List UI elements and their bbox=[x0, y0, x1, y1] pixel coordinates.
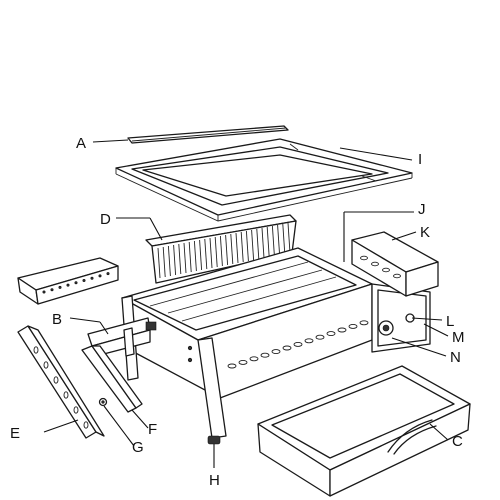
grill-fin bbox=[235, 232, 239, 264]
part-i-lid bbox=[115, 138, 413, 222]
grill-fin bbox=[209, 237, 213, 269]
grill-fin bbox=[225, 234, 229, 266]
grill-fin bbox=[240, 231, 244, 263]
label-m: M bbox=[452, 329, 465, 346]
label-i: I bbox=[418, 151, 422, 168]
grill-fin bbox=[167, 245, 171, 277]
vent-slot bbox=[382, 267, 390, 273]
leader-lines bbox=[43, 139, 449, 468]
part-d-grill bbox=[145, 214, 297, 284]
grill-fin bbox=[277, 224, 281, 256]
part-k-panel bbox=[351, 231, 439, 297]
part-e-panel bbox=[17, 325, 105, 439]
part-a-strip bbox=[127, 125, 289, 144]
label-b: B bbox=[52, 311, 62, 328]
vent-slot bbox=[360, 255, 368, 261]
vent-slot bbox=[83, 421, 89, 429]
grill-fin bbox=[261, 227, 265, 259]
element-dot bbox=[82, 278, 86, 282]
grill-fin bbox=[199, 239, 203, 271]
element-dot bbox=[98, 274, 102, 278]
grill-fin bbox=[204, 238, 208, 270]
grill-fin bbox=[219, 235, 223, 267]
part-g-screw bbox=[98, 397, 108, 407]
element-dot bbox=[74, 281, 78, 285]
vent-slot bbox=[282, 345, 292, 351]
vent-slot bbox=[238, 359, 248, 365]
label-d: D bbox=[100, 211, 111, 228]
grill-fin bbox=[193, 240, 197, 272]
label-e: E bbox=[10, 425, 20, 442]
vent-slot bbox=[315, 334, 325, 340]
grill-fin bbox=[230, 233, 234, 265]
label-f: F bbox=[148, 421, 157, 438]
vent-slot bbox=[393, 273, 401, 279]
grill-fin bbox=[188, 241, 192, 273]
grill-fin bbox=[287, 222, 291, 254]
label-n: N bbox=[450, 349, 461, 366]
vent-slot bbox=[359, 320, 369, 326]
vent-slot bbox=[371, 261, 379, 267]
vent-slot bbox=[260, 352, 270, 358]
grill-fin bbox=[245, 230, 249, 262]
grill-fin bbox=[271, 225, 275, 257]
element-dot bbox=[58, 285, 62, 289]
vent-slot bbox=[337, 327, 347, 333]
element-dot bbox=[66, 283, 70, 287]
label-j: J bbox=[418, 201, 426, 218]
vent-slot bbox=[249, 356, 259, 362]
part-loose-element bbox=[17, 257, 119, 305]
vent-slot bbox=[348, 323, 358, 329]
grill-fin bbox=[214, 236, 218, 268]
part-j-body bbox=[121, 211, 414, 445]
element-dot bbox=[90, 276, 94, 280]
grill-fin bbox=[266, 226, 270, 258]
grill-fin bbox=[162, 246, 166, 278]
vent-slot bbox=[293, 341, 303, 347]
label-l: L bbox=[446, 313, 454, 330]
vent-slot bbox=[271, 349, 281, 355]
element-dot bbox=[50, 288, 54, 292]
vent-slot bbox=[227, 363, 237, 369]
part-c-drawer bbox=[257, 365, 471, 497]
grill-fin bbox=[251, 229, 255, 261]
grill-fin bbox=[157, 247, 161, 279]
label-c: C bbox=[452, 433, 463, 450]
vent-slot bbox=[326, 331, 336, 337]
part-b-bracket bbox=[81, 317, 157, 413]
part-control-panel bbox=[371, 283, 431, 353]
vent-slot bbox=[53, 376, 59, 384]
vent-slot bbox=[304, 338, 314, 344]
grill-fin bbox=[178, 243, 182, 275]
label-k: K bbox=[420, 224, 430, 241]
label-h: H bbox=[209, 472, 220, 489]
vent-slot bbox=[73, 406, 79, 414]
label-a: A bbox=[76, 135, 86, 152]
grill-fin bbox=[173, 244, 177, 276]
label-g: G bbox=[132, 439, 144, 456]
vent-slot bbox=[33, 346, 39, 354]
grill-fin bbox=[282, 223, 286, 255]
vent-slot bbox=[43, 361, 49, 369]
callout-labels: A I D J K B L M N F E G C H bbox=[10, 135, 465, 489]
vent-slot bbox=[63, 391, 69, 399]
grill-fin bbox=[256, 228, 260, 260]
element-dot bbox=[106, 272, 110, 276]
element-dot bbox=[42, 290, 46, 294]
grill-fin bbox=[183, 242, 187, 274]
